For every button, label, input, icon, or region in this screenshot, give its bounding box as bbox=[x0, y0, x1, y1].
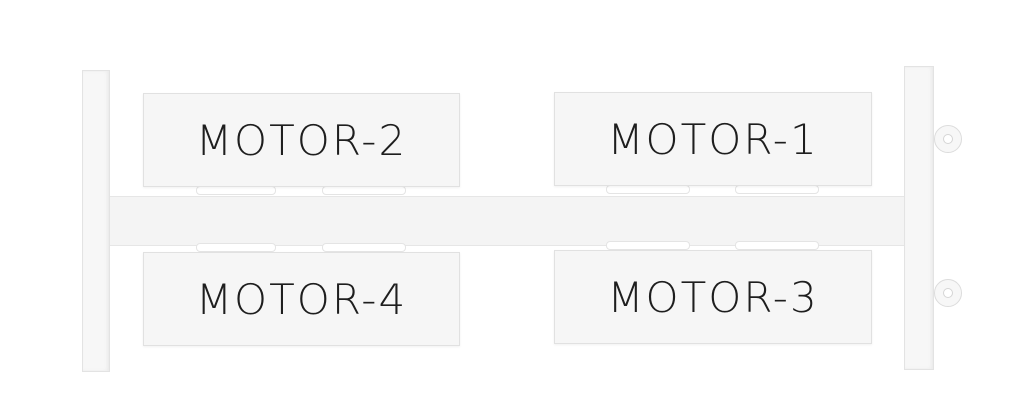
break-slot bbox=[322, 243, 406, 252]
marker-tab-motor-4: MOTOR-4 bbox=[143, 252, 460, 346]
center-crossbar bbox=[100, 196, 908, 246]
break-slot bbox=[196, 186, 276, 195]
break-slot bbox=[196, 243, 276, 252]
mounting-ring-bottom-icon bbox=[934, 279, 962, 307]
marker-label: MOTOR-1 bbox=[607, 114, 819, 164]
mounting-ring-top-icon bbox=[934, 125, 962, 153]
left-rail bbox=[82, 70, 110, 372]
break-slot bbox=[735, 185, 819, 194]
break-slot bbox=[606, 241, 690, 250]
break-slot bbox=[606, 185, 690, 194]
break-slot bbox=[322, 186, 406, 195]
marker-tab-motor-3: MOTOR-3 bbox=[554, 250, 872, 344]
break-slot bbox=[735, 241, 819, 250]
marker-label: MOTOR-2 bbox=[195, 115, 408, 165]
marker-tab-motor-2: MOTOR-2 bbox=[143, 93, 460, 187]
marker-label: MOTOR-3 bbox=[607, 272, 819, 322]
marker-tab-motor-1: MOTOR-1 bbox=[554, 92, 872, 186]
right-rail bbox=[904, 66, 934, 370]
marker-label: MOTOR-4 bbox=[195, 274, 408, 324]
